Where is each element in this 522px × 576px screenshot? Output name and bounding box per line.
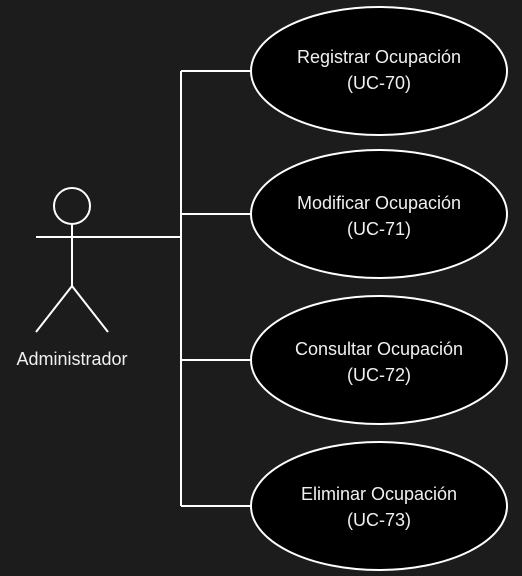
use-case-uc-71[interactable]: Modificar Ocupación (UC-71) [250,149,508,279]
use-case-id: (UC-73) [347,510,411,530]
use-case-ellipse [250,6,508,136]
use-case-uc-70[interactable]: Registrar Ocupación (UC-70) [250,6,508,136]
use-case-ellipse [250,441,508,571]
use-case-ellipse [250,149,508,279]
use-case-title: Modificar Ocupación [297,193,461,213]
actor-figure[interactable] [35,187,109,333]
use-case-uc-72[interactable]: Consultar Ocupación (UC-72) [250,295,508,425]
use-case-title: Consultar Ocupación [295,339,463,359]
actor-name: Administrador [16,349,127,369]
use-case-uc-73[interactable]: Eliminar Ocupación (UC-73) [250,441,508,571]
actor-head [53,187,91,225]
connectors [108,70,254,507]
use-case-title: Registrar Ocupación [297,47,461,67]
use-case-id: (UC-71) [347,219,411,239]
use-case-title: Eliminar Ocupación [301,484,457,504]
actor-left-leg [35,285,73,333]
use-case-ellipse [250,295,508,425]
actor-right-leg [71,285,109,333]
use-case-id: (UC-72) [347,365,411,385]
use-case-id: (UC-70) [347,73,411,93]
